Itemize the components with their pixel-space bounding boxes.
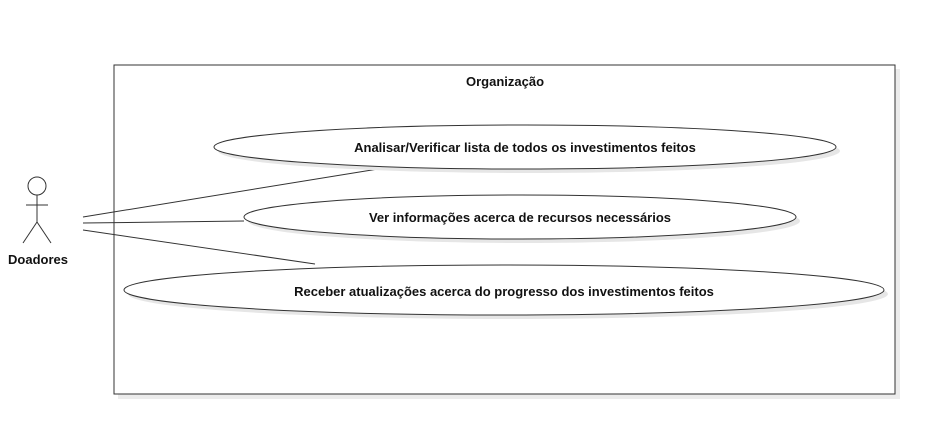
actor-leg-left <box>22 221 38 244</box>
association-line-2[interactable] <box>82 220 245 224</box>
use-case-1[interactable] <box>213 124 837 170</box>
association-line-1[interactable] <box>82 168 379 218</box>
actor-name: Doadores <box>8 252 68 267</box>
use-case-2-label: Ver informações acerca de recursos neces… <box>369 210 671 225</box>
association-line-3[interactable] <box>82 229 316 265</box>
use-case-2[interactable] <box>243 194 797 240</box>
use-case-3[interactable] <box>123 264 885 316</box>
actor-head <box>27 176 47 196</box>
actor-figure[interactable] <box>22 176 52 244</box>
use-case-3-label: Receber atualizações acerca do progresso… <box>294 284 714 299</box>
use-case-1-label: Analisar/Verificar lista de todos os inv… <box>354 140 696 155</box>
system-boundary-title: Organização <box>466 74 544 89</box>
actor-leg-right <box>36 221 52 244</box>
